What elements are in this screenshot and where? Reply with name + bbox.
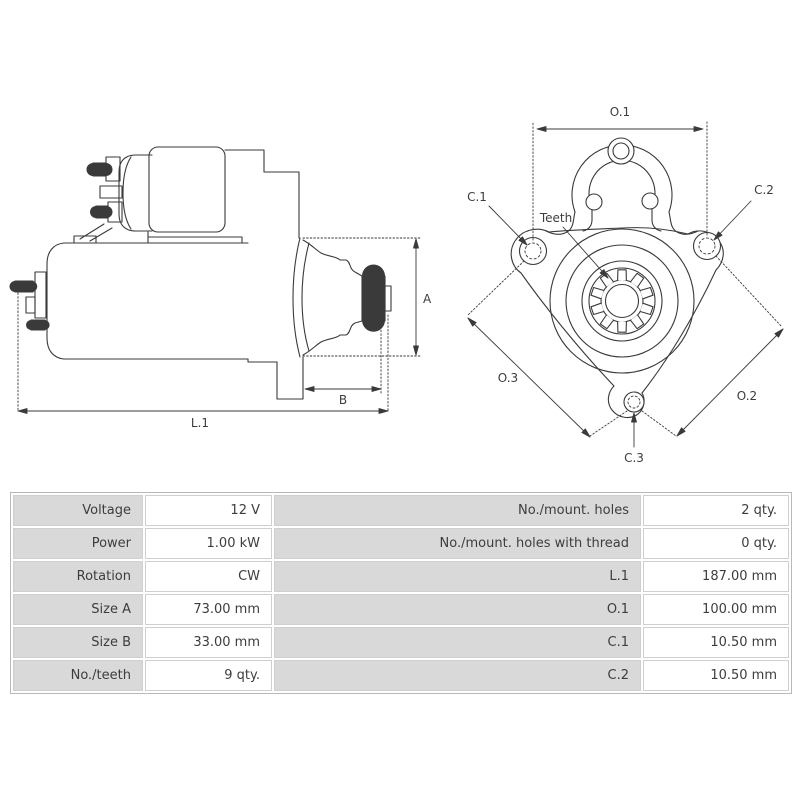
table-row: Size B 33.00 mm C.1 10.50 mm	[13, 627, 789, 658]
spec-value-cell: CW	[145, 561, 272, 592]
leader-c3	[631, 412, 637, 448]
spec-label-cell: L.1	[274, 561, 641, 592]
table-row: Size A 73.00 mm O.1 100.00 mm	[13, 594, 789, 625]
spec-value-cell: 73.00 mm	[145, 594, 272, 625]
table-row: Rotation CW L.1 187.00 mm	[13, 561, 789, 592]
mount-hole-c3	[623, 391, 645, 413]
dim-label-c1: C.1	[467, 190, 487, 204]
dimension-o3	[467, 260, 628, 438]
spec-value-cell: 33.00 mm	[145, 627, 272, 658]
spec-label-cell: Size B	[13, 627, 143, 658]
spec-value-cell: 10.50 mm	[643, 627, 789, 658]
table-row: Power 1.00 kW No./mount. holes with thre…	[13, 528, 789, 559]
front-view-drawing: O.1 O.3 O.2	[467, 105, 784, 465]
spec-table: Voltage 12 V No./mount. holes 2 qty. Pow…	[10, 492, 792, 694]
dim-label-c3: C.3	[624, 451, 644, 465]
arch-right-hole	[641, 192, 659, 210]
solenoid-wire	[79, 223, 113, 242]
dim-label-o2: O.2	[737, 389, 757, 403]
spec-label-cell: Power	[13, 528, 143, 559]
mounting-foot	[247, 356, 304, 400]
dim-label-o1: O.1	[610, 105, 630, 119]
shaft-tip	[384, 285, 392, 312]
dim-label-o3: O.3	[498, 371, 518, 385]
table-row: Voltage 12 V No./mount. holes 2 qty.	[13, 495, 789, 526]
spec-label-cell: Voltage	[13, 495, 143, 526]
gear-teeth	[590, 269, 654, 333]
solenoid-cap	[118, 154, 153, 232]
drive-housing	[224, 149, 300, 239]
spec-label-cell: C.2	[274, 660, 641, 691]
dim-label-teeth: Teeth	[539, 211, 572, 225]
spec-value-cell: 0 qty.	[643, 528, 789, 559]
center-boss	[549, 228, 695, 374]
dim-label-a: A	[423, 292, 432, 306]
spec-label-cell: No./mount. holes	[274, 495, 641, 526]
spec-label-cell: No./mount. holes with thread	[274, 528, 641, 559]
spec-value-cell: 12 V	[145, 495, 272, 526]
technical-drawing: A B L.1	[9, 105, 784, 465]
table-row: No./teeth 9 qty. C.2 10.50 mm	[13, 660, 789, 691]
leader-teeth	[562, 226, 609, 279]
dim-label-l1: L.1	[191, 416, 209, 430]
rear-bracket	[34, 271, 47, 319]
spec-label-cell: C.1	[274, 627, 641, 658]
solenoid-body	[148, 146, 226, 233]
spec-label-cell: Size A	[13, 594, 143, 625]
spec-value-cell: 187.00 mm	[643, 561, 789, 592]
drive-end-bell	[292, 237, 392, 358]
mount-hole-c2	[692, 231, 722, 261]
spec-value-cell: 1.00 kW	[145, 528, 272, 559]
spec-label-cell: O.1	[274, 594, 641, 625]
dim-label-b: B	[339, 393, 347, 407]
dimension-o2	[641, 255, 784, 437]
solenoid-terminals	[86, 156, 123, 223]
spec-value-cell: 2 qty.	[643, 495, 789, 526]
dim-label-c2: C.2	[754, 183, 774, 197]
dimension-a	[302, 237, 421, 357]
spec-label-cell: Rotation	[13, 561, 143, 592]
leader-c2	[713, 200, 752, 241]
spec-value-cell: 10.50 mm	[643, 660, 789, 691]
side-view-drawing: A B L.1	[9, 146, 432, 430]
dimension-o1	[532, 121, 708, 241]
spec-label-cell: No./teeth	[13, 660, 143, 691]
dimension-l1	[17, 292, 389, 414]
spec-value-cell: 9 qty.	[145, 660, 272, 691]
spec-value-cell: 100.00 mm	[643, 594, 789, 625]
dimension-b	[304, 322, 382, 395]
top-arch	[545, 137, 699, 235]
motor-body	[46, 242, 249, 360]
arch-left-hole	[585, 193, 603, 211]
leader-c1	[488, 205, 528, 246]
